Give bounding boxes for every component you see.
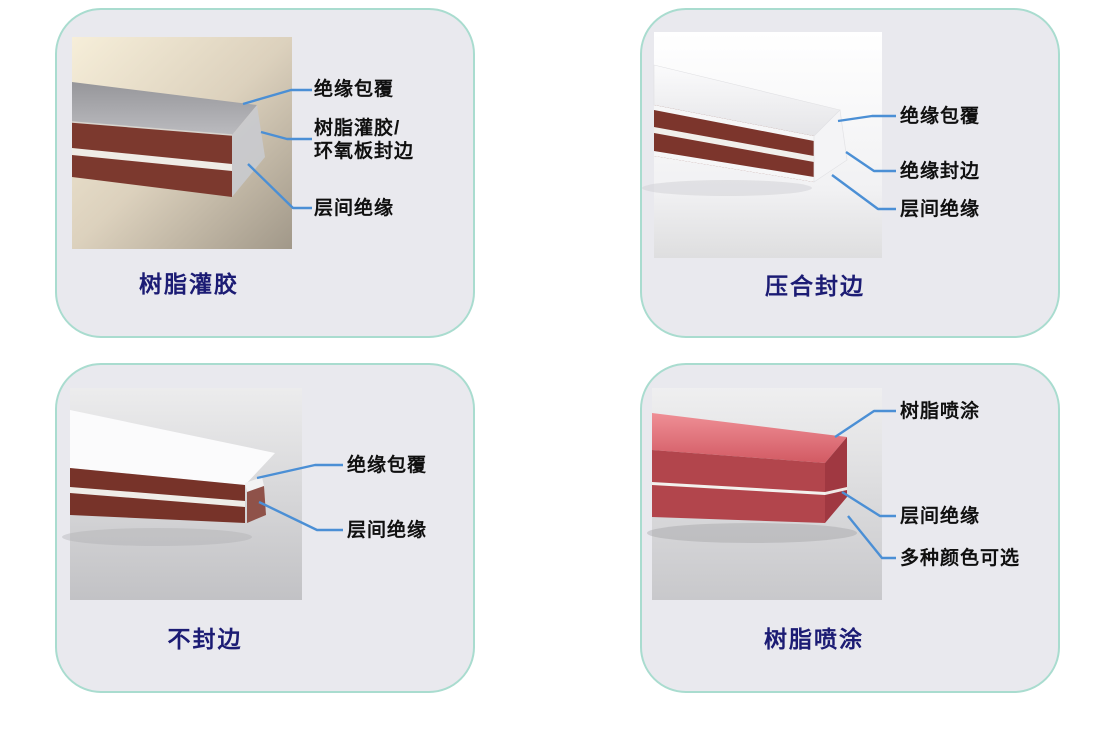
callout-insulation-wrap: 绝缘包覆 [347, 455, 428, 476]
callout-insulation-wrap: 绝缘包覆 [900, 106, 981, 127]
panel-title-resin-potting: 树脂灌胶 [139, 271, 239, 297]
callout-color-options: 多种颜色可选 [900, 548, 1021, 569]
panel-no-seal: 绝缘包覆 层间绝缘 不封边 [55, 363, 475, 693]
leader-lines [831, 114, 896, 211]
busbar-front-face [652, 450, 825, 523]
panel-title-resin-spray: 树脂喷涂 [764, 626, 864, 652]
product-photo-press-seal [642, 32, 882, 258]
interlayer-line [652, 482, 825, 495]
panel-title-no-seal: 不封边 [167, 626, 243, 652]
panel-illustration [647, 388, 896, 600]
resin-end-cap [232, 105, 265, 197]
edge-highlight [71, 121, 233, 136]
busbar-top-face [70, 410, 275, 485]
callout-resin-spray: 树脂喷涂 [900, 401, 981, 422]
panel-press-seal: 绝缘包覆 绝缘封边 层间绝缘 压合封边 [640, 8, 1060, 338]
leader-lines [834, 409, 896, 560]
callout-insulation-wrap: 绝缘包覆 [314, 79, 395, 100]
busbar-top-face [652, 413, 847, 463]
shadow [642, 180, 812, 196]
callout-interlayer-insulation: 层间绝缘 [900, 506, 981, 527]
panel-illustration [642, 32, 896, 258]
wrap-bottom-strip [654, 151, 814, 182]
panel-title-press-seal: 压合封边 [765, 273, 865, 299]
product-photo-resin-potting [71, 37, 292, 249]
panel-resin-spray: 树脂喷涂 层间绝缘 多种颜色可选 树脂喷涂 [640, 363, 1060, 693]
interlayer-line [654, 127, 814, 162]
busbar-end-face [825, 437, 847, 523]
exposed-wrap-overhang [245, 477, 264, 492]
shadow [647, 523, 857, 543]
shadow [62, 528, 252, 546]
leader-lines [256, 463, 343, 532]
callout-interlayer-insulation: 层间绝缘 [900, 199, 981, 220]
interlayer-line-end [825, 487, 847, 495]
panel-illustration [62, 388, 343, 600]
leader-lines [242, 88, 312, 210]
interlayer-line [70, 487, 245, 507]
busbar-top-face [72, 82, 257, 135]
callout-resin-epoxy-seal: 树脂灌胶/ 环氧板封边 [314, 118, 415, 163]
exposed-end-face [247, 486, 266, 523]
callout-insulation-edge-seal: 绝缘封边 [900, 161, 981, 182]
interlayer-line [72, 148, 232, 171]
callout-interlayer-insulation: 层间绝缘 [347, 520, 428, 541]
product-photo-no-seal [62, 388, 302, 600]
panel-illustration [71, 37, 312, 249]
wrap-top-strip [654, 105, 814, 141]
panel-resin-potting: 绝缘包覆 树脂灌胶/ 环氧板封边 层间绝缘 树脂灌胶 [55, 8, 475, 338]
sealed-end-cap [813, 109, 848, 183]
callout-interlayer-insulation: 层间绝缘 [314, 198, 395, 219]
